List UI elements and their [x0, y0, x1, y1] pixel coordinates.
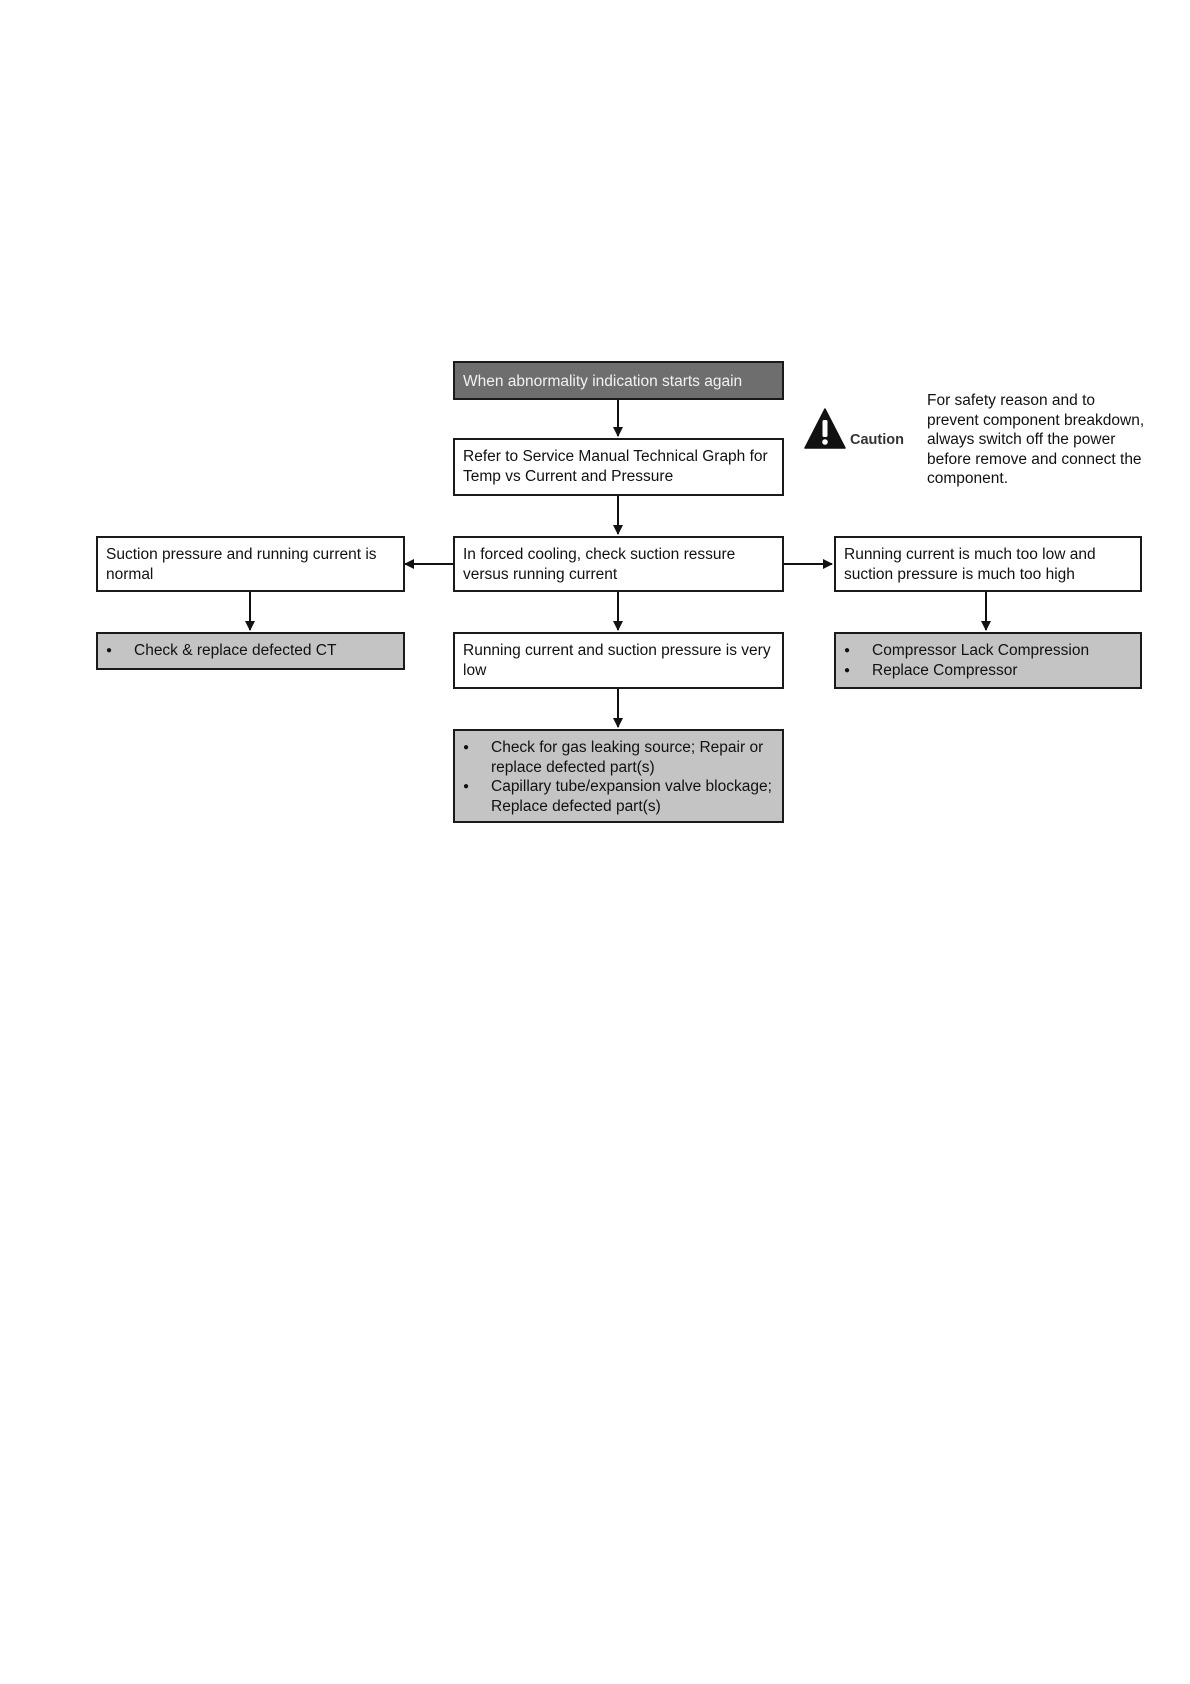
right-action-box: Compressor Lack Compression Replace Comp…	[834, 632, 1142, 689]
left-action-item: Check & replace defected CT	[106, 641, 395, 661]
left-action-list: Check & replace defected CT	[106, 641, 395, 661]
center-condition-text: Running current and suction pressure is …	[463, 642, 771, 679]
caution-badge: Caution	[804, 408, 908, 454]
caution-note: For safety reason and to prevent compone…	[927, 392, 1145, 487]
start-text: When abnormality indication starts again	[463, 373, 743, 390]
caution-label: Caution	[850, 432, 904, 448]
start-box: When abnormality indication starts again	[453, 361, 784, 400]
left-condition-box: Suction pressure and running current is …	[96, 536, 405, 592]
right-condition-text: Running current is much too low and suct…	[844, 546, 1096, 583]
check-box: In forced cooling, check suction ressure…	[453, 536, 784, 592]
right-action-item: Replace Compressor	[844, 661, 1132, 681]
warning-triangle-icon	[804, 408, 846, 449]
refer-text: Refer to Service Manual Technical Graph …	[463, 448, 768, 485]
left-action-box: Check & replace defected CT	[96, 632, 405, 670]
right-action-item: Compressor Lack Compression	[844, 641, 1132, 661]
center-condition-box: Running current and suction pressure is …	[453, 632, 784, 689]
right-condition-box: Running current is much too low and suct…	[834, 536, 1142, 592]
center-action-item: Check for gas leaking source; Repair or …	[463, 738, 774, 777]
right-action-list: Compressor Lack Compression Replace Comp…	[844, 641, 1132, 680]
center-action-item: Capillary tube/expansion valve blockage;…	[463, 777, 774, 816]
check-text: In forced cooling, check suction ressure…	[463, 546, 736, 583]
center-action-list: Check for gas leaking source; Repair or …	[463, 738, 774, 816]
left-condition-text: Suction pressure and running current is …	[106, 546, 377, 583]
refer-box: Refer to Service Manual Technical Graph …	[453, 438, 784, 496]
center-action-box: Check for gas leaking source; Repair or …	[453, 729, 784, 823]
